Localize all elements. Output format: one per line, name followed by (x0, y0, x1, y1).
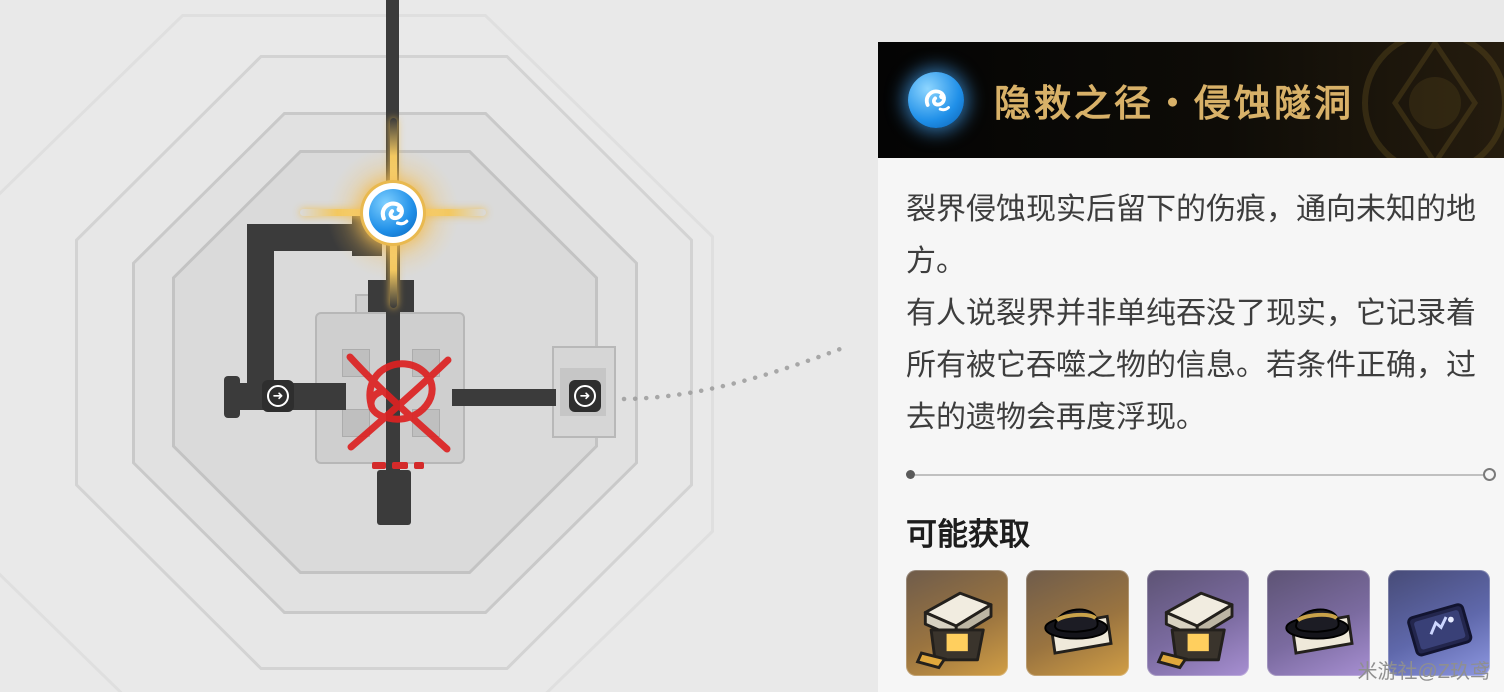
relic-card-icon (1406, 603, 1472, 657)
rewards-row (906, 570, 1491, 676)
reward-item[interactable] (1026, 570, 1129, 676)
relic-hat-icon (1285, 608, 1354, 655)
reward-item[interactable] (1267, 570, 1370, 676)
map-road-stub-bottom (377, 470, 411, 525)
panel-body: 裂界侵蚀现实后留下的伤痕，通向未知的地方。 有人说裂界并非单纯吞没了现实，它记录… (878, 158, 1504, 676)
description-paragraph: 裂界侵蚀现实后留下的伤痕，通向未知的地方。 (906, 193, 1476, 278)
platform-tile (412, 349, 440, 377)
reward-item[interactable] (1387, 570, 1491, 676)
map-road-left-stub (224, 376, 240, 418)
arrow-icon: ➜ (574, 385, 596, 407)
relic-hat-icon (1044, 608, 1114, 655)
map-road-c-vertical (247, 224, 274, 410)
description-paragraph: 有人说裂界并非单纯吞没了现实，它记录着所有被它吞噬之物的信息。若条件正确，过去的… (906, 297, 1476, 434)
divider-right-handle (1483, 468, 1496, 481)
relic-chest-icon (1156, 591, 1234, 670)
platform-tile (342, 409, 370, 437)
platform-tile (342, 349, 370, 377)
map-teleport-arrow-left[interactable]: ➜ (262, 380, 294, 412)
rewards-heading: 可能获取 (906, 517, 1030, 552)
relic-chest-icon (915, 591, 993, 670)
header-emblem-icon (1362, 42, 1504, 158)
map-road-right (452, 389, 556, 406)
swirl-creature-icon (380, 201, 409, 226)
cavern-badge (904, 68, 968, 132)
arrow-icon: ➜ (267, 385, 289, 407)
platform-tile (412, 409, 440, 437)
cavern-marker[interactable] (369, 189, 417, 237)
panel-header: 隐救之径・侵蚀隧洞 (878, 42, 1504, 158)
watermark: 米游社@Z玖鸢 (1357, 661, 1490, 683)
divider-line (915, 473, 1483, 476)
page-title: 隐救之径・侵蚀隧洞 (994, 83, 1354, 124)
section-divider (906, 468, 1496, 481)
map-teleport-arrow-right[interactable]: ➜ (569, 380, 601, 412)
divider-left-dot (906, 470, 915, 479)
reward-item[interactable] (906, 570, 1009, 676)
swirl-creature-icon (908, 72, 964, 128)
reward-item[interactable] (1146, 570, 1250, 676)
info-panel: 隐救之径・侵蚀隧洞 裂界侵蚀现实后留下的伤痕，通向未知的地方。 有人说裂界并非单… (878, 42, 1504, 692)
